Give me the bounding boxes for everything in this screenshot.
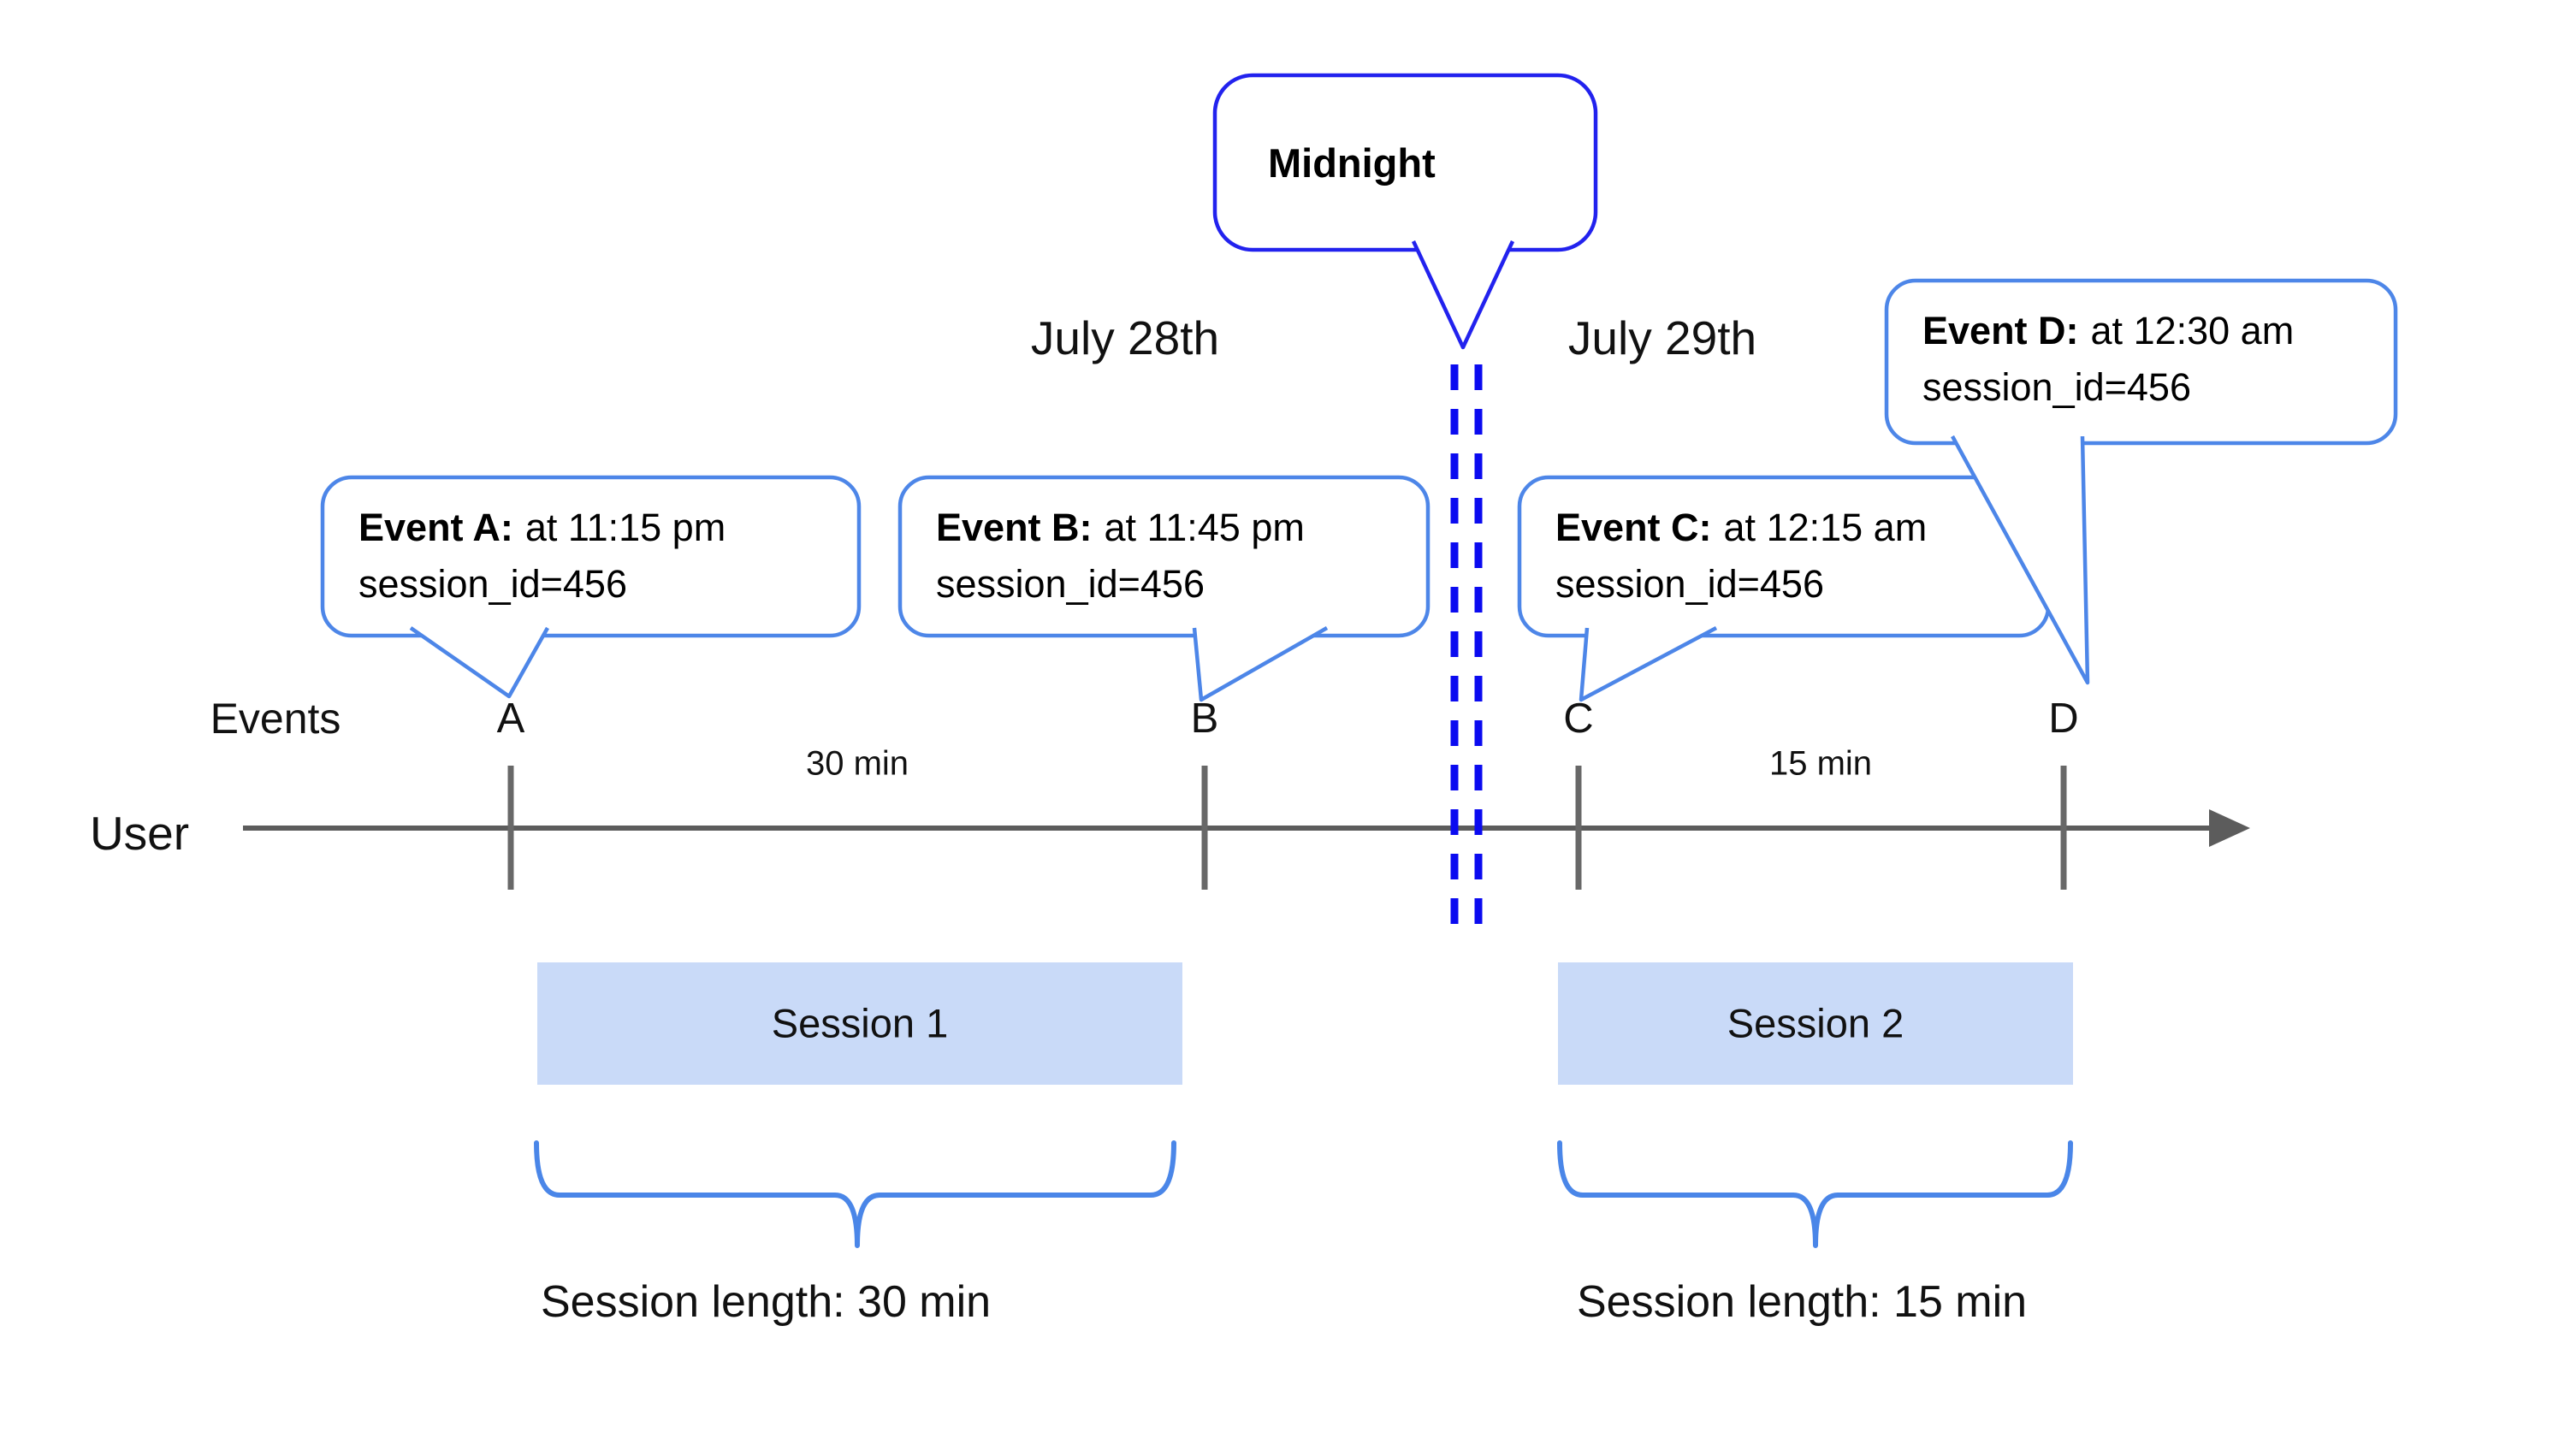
midnight-callout-tail — [1411, 240, 1515, 350]
session-1-brace — [534, 1140, 1176, 1248]
event-b-callout-text: Event B: at 11:45 pm session_id=456 — [936, 500, 1305, 613]
event-a-title: Event A: — [358, 506, 513, 549]
tick-label-d: D — [2048, 695, 2079, 742]
date-label-july-28: July 28th — [1030, 311, 1220, 364]
event-b-line1: Event B: at 11:45 pm — [936, 500, 1305, 556]
session-1-length-label: Session length: 30 min — [541, 1277, 992, 1327]
session-2-brace — [1557, 1140, 2073, 1248]
interval-label-15min: 15 min — [1768, 744, 1873, 783]
session-2-length-label: Session length: 15 min — [1577, 1277, 2028, 1327]
event-c-title: Event C: — [1555, 506, 1712, 549]
event-c-line1: Event C: at 12:15 am — [1555, 500, 1927, 556]
event-d-line1: Event D: at 12:30 am — [1922, 303, 2294, 359]
event-d-callout-text: Event D: at 12:30 am session_id=456 — [1922, 303, 2294, 416]
event-d-detail: at 12:30 am — [2090, 309, 2295, 352]
event-c-callout-text: Event C: at 12:15 am session_id=456 — [1555, 500, 1927, 613]
event-c-callout-tail — [1579, 626, 1718, 702]
event-b-session: session_id=456 — [936, 562, 1205, 606]
date-label-july-29: July 29th — [1567, 311, 1757, 364]
timeline-arrowhead-icon — [2209, 809, 2250, 847]
event-a-line1: Event A: at 11:15 pm — [358, 500, 726, 556]
event-a-callout-bubble — [320, 475, 862, 638]
event-c-detail: at 12:15 am — [1723, 506, 1928, 549]
event-a-callout-text: Event A: at 11:15 pm session_id=456 — [358, 500, 726, 613]
event-b-callout-tail — [1192, 626, 1329, 702]
event-a-session: session_id=456 — [358, 562, 627, 606]
tick-label-b: B — [1190, 695, 1219, 742]
midnight-callout-bubble — [1212, 73, 1598, 252]
event-a-detail: at 11:15 pm — [524, 506, 726, 549]
session-2-label: Session 2 — [1727, 1000, 1904, 1046]
event-a-callout-tail — [409, 626, 549, 699]
midnight-text: Midnight — [1268, 139, 1436, 186]
event-d-callout-bubble — [1884, 278, 2398, 446]
event-d-callout-tail — [1951, 435, 2090, 685]
session-1-label: Session 1 — [771, 1000, 949, 1046]
session-2-bar — [1558, 962, 2073, 1085]
event-b-title: Event B: — [936, 506, 1093, 549]
event-c-session: session_id=456 — [1555, 562, 1824, 606]
event-d-title: Event D: — [1922, 309, 2079, 352]
user-axis-label: User — [89, 807, 190, 860]
tick-label-a: A — [496, 695, 525, 742]
events-axis-label: Events — [210, 695, 341, 743]
interval-label-30min: 30 min — [805, 744, 909, 783]
tick-label-c: C — [1563, 695, 1594, 742]
event-b-callout-bubble — [897, 475, 1431, 638]
event-d-session: session_id=456 — [1922, 365, 2191, 409]
midnight-callout-label: Midnight — [1215, 75, 1596, 250]
event-b-detail: at 11:45 pm — [1104, 506, 1305, 549]
session-1-bar — [537, 962, 1182, 1085]
